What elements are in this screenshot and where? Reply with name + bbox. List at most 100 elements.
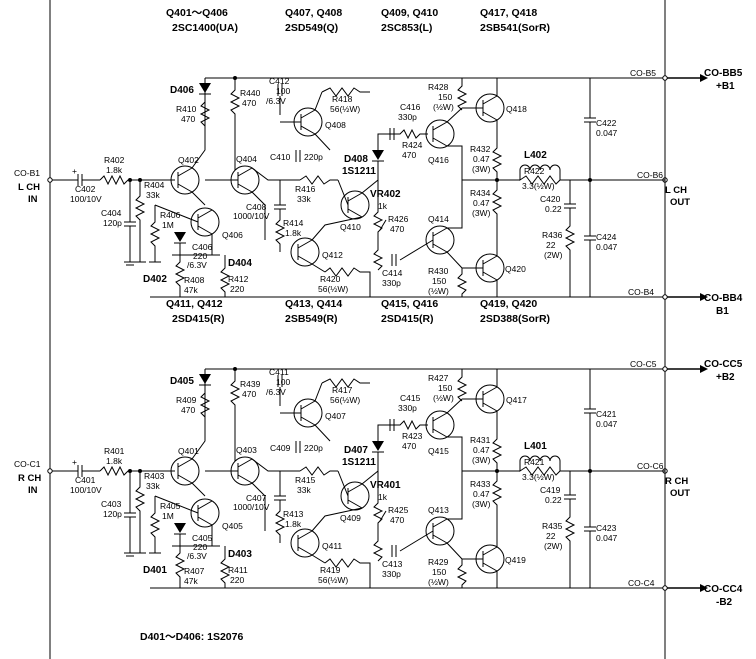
top-parts-r428w-label: (½W) xyxy=(433,102,454,112)
bottom-parts-r414-label: R413 xyxy=(283,509,304,519)
bottom-group-2-title: Q413, Q414 xyxy=(285,298,342,310)
bottom-parts-c412-label: C411 xyxy=(269,367,289,377)
bottom-parts-c424v-label: 0.047 xyxy=(596,533,618,543)
top-parts-r432w-label: (3W) xyxy=(472,164,491,174)
bottom-parts-r406-label: R405 xyxy=(160,501,181,511)
bottom-parts-r424v-label: 470 xyxy=(402,441,416,451)
top-parts-d402-label: D402 xyxy=(143,274,167,285)
top-parts-r424v-label: 470 xyxy=(402,150,416,160)
top-parts-l402-label: L402 xyxy=(524,150,547,161)
bottom-parts-q414-label: Q413 xyxy=(428,505,449,515)
top-parts-r410v-label: 470 xyxy=(181,114,195,124)
top-parts-c402v-label: 100/10V xyxy=(70,194,102,204)
top-parts-r432v-label: 0.47 xyxy=(473,154,490,164)
bottom-parts-r416-label: R415 xyxy=(295,475,316,485)
bottom-parts-r404-label: R403 xyxy=(144,471,165,481)
top-parts-c420v-label: 0.22 xyxy=(545,204,562,214)
bottom-parts-r406v-label: 1M xyxy=(162,511,174,521)
top-group-3-part: 2SC853(L) xyxy=(381,22,432,34)
top-parts-r408v-label: 47k xyxy=(184,285,198,295)
bottom-parts-r428w-label: (½W) xyxy=(433,393,454,403)
footnote-diodes: D401～D406: 1S2076 xyxy=(140,631,243,643)
top-parts-c422-label: C422 xyxy=(596,118,617,128)
top-out_label-label: CO-B6 xyxy=(637,170,663,180)
top-parts-r430-label: R430 xyxy=(428,266,449,276)
bottom-parts-r412-label: R411 xyxy=(228,565,248,575)
bottom-rail-neg-dest-b: -B2 xyxy=(716,597,733,608)
bottom-parts-c408-label: C407 xyxy=(246,493,267,503)
bottom-parts-r432w-label: (3W) xyxy=(472,455,491,465)
top-parts-q402-label: Q402 xyxy=(178,155,199,165)
bottom-parts-c406-label: C405 xyxy=(192,533,213,543)
top-parts-c406v1-label: 220 xyxy=(193,251,207,261)
bottom-parts-q412-label: Q411 xyxy=(322,541,342,551)
bottom-parts-r436v1-label: 22 xyxy=(546,531,556,541)
bottom-parts-r434-label: R433 xyxy=(470,479,491,489)
bottom-parts-l402-label: L401 xyxy=(524,441,547,452)
bottom-parts-r408v-label: 47k xyxy=(184,576,198,586)
bottom-parts-r436-label: R435 xyxy=(542,521,563,531)
top-group-4-part: 2SB541(SorR) xyxy=(480,22,550,34)
top-rail-pos-label: CO-B5 xyxy=(630,68,656,78)
top-parts-r440-label: R440 xyxy=(240,88,261,98)
bottom-input-channel-in: IN xyxy=(28,485,38,496)
bottom-rail-neg-label: CO-C4 xyxy=(628,578,655,588)
top-parts-r402-label: R402 xyxy=(104,155,125,165)
bottom-parts-q406-label: Q405 xyxy=(222,521,243,531)
top-parts-r434v-label: 0.47 xyxy=(473,198,490,208)
top-parts-c406v2-label: /6.3V xyxy=(187,260,207,270)
bottom-parts-c422v-label: 0.047 xyxy=(596,419,618,429)
top-parts-q410-label: Q410 xyxy=(340,222,361,232)
top-parts-q408-label: Q408 xyxy=(325,120,346,130)
bottom-parts-c416v-label: 330p xyxy=(398,403,417,413)
top-group-3-title: Q409, Q410 xyxy=(381,7,438,19)
top-parts-q406-label: Q406 xyxy=(222,230,243,240)
top-rail-neg-label: CO-B4 xyxy=(628,287,654,297)
top-parts-vr402-label: VR402 xyxy=(370,189,401,200)
top-parts-q404-label: Q404 xyxy=(236,154,257,164)
top-parts-c416-label: C416 xyxy=(400,102,421,112)
top-parts-c408-label: C408 xyxy=(246,202,267,212)
bottom-parts-d408p-label: 1S1211 xyxy=(342,457,376,468)
top-parts-q418-label: Q418 xyxy=(506,104,527,114)
top-parts-r404v-label: 33k xyxy=(146,190,160,200)
top-parts-r436-label: R436 xyxy=(542,230,563,240)
bottom-parts-c420-label: C419 xyxy=(540,485,561,495)
top-parts-r418v-label: 56(½W) xyxy=(330,104,360,114)
top-rail-neg-dest-b: B1 xyxy=(716,306,729,317)
top-parts-q420-label: Q420 xyxy=(505,264,526,274)
top-parts-r422v-label: 3.3(½W) xyxy=(522,181,555,191)
bottom-parts-r428v-label: 150 xyxy=(438,383,452,393)
bottom-parts-c402-label: C401 xyxy=(75,475,96,485)
top-parts-r412v-label: 220 xyxy=(230,284,244,294)
bottom-group-2-part: 2SB549(R) xyxy=(285,313,338,325)
top-parts-c404-label: C404 xyxy=(101,208,122,218)
top-rail-pos-dest-a: CO-BB5 xyxy=(704,68,743,79)
top-parts-r408-label: R408 xyxy=(184,275,205,285)
top-parts-r404-label: R404 xyxy=(144,180,165,190)
bottom-out_label-label: CO-C6 xyxy=(637,461,664,471)
bottom-group-3-part: 2SD415(R) xyxy=(381,313,434,325)
bottom-parts-r416v-label: 33k xyxy=(297,485,311,495)
bottom-parts-c414-label: C413 xyxy=(382,559,403,569)
bottom-parts-r426-label: R425 xyxy=(388,505,409,515)
bottom-parts-r432v-label: 0.47 xyxy=(473,445,490,455)
bottom-group-4-part: 2SD388(SorR) xyxy=(480,313,550,325)
top-group-1-part: 2SC1400(UA) xyxy=(172,22,238,34)
top-parts-c424v-label: 0.047 xyxy=(596,242,618,252)
bottom-parts-c412v1-label: 100 xyxy=(276,377,290,387)
bottom-input-channel: R CH xyxy=(18,473,41,484)
top-parts-c410v-label: 220p xyxy=(304,152,323,162)
bottom-parts-c406v2-label: /6.3V xyxy=(187,551,207,561)
top-parts-c416v-label: 330p xyxy=(398,112,417,122)
left-channel-amplifier: Q401～Q406 2SC1400(UA) Q407, Q408 2SD549(… xyxy=(14,7,743,317)
bottom-parts-r430-label: R429 xyxy=(428,557,449,567)
bottom-parts-r422-label: R421 xyxy=(524,457,545,467)
bottom-parts-r420-label: R419 xyxy=(320,565,341,575)
top-parts-r412-label: R412 xyxy=(228,274,249,284)
bottom-parts-c410-label: C409 xyxy=(270,443,291,453)
svg-text:+: + xyxy=(72,166,77,176)
bottom-parts-r414v-label: 1.8k xyxy=(285,519,302,529)
top-parts-r434-label: R434 xyxy=(470,188,491,198)
